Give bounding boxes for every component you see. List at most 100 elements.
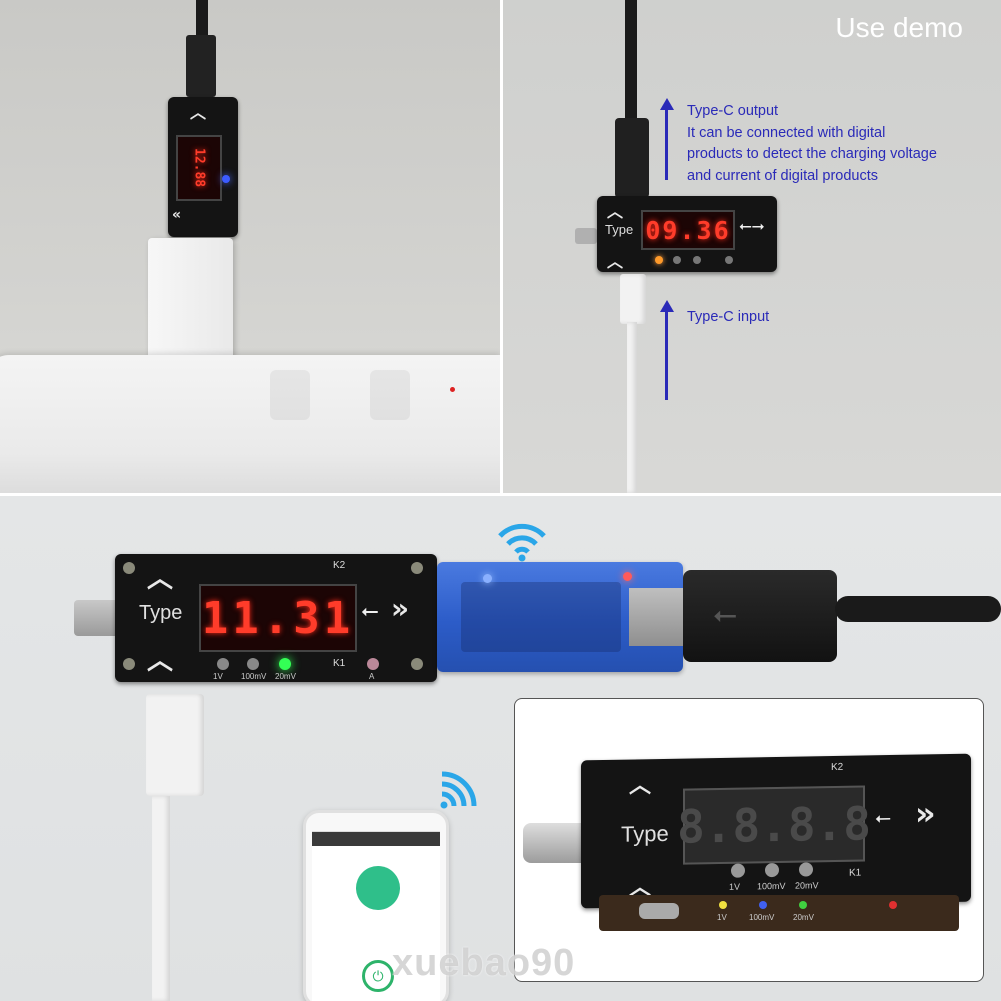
- display-value: 8.8.8.8: [677, 796, 871, 854]
- chevron-up-icon: ︿: [607, 202, 624, 221]
- type-c-output-annotation: Type-C output It can be connected with d…: [687, 101, 937, 187]
- range-label: 1V: [213, 672, 223, 681]
- usb-c-plug: [615, 118, 649, 198]
- range-led-1v: [217, 658, 229, 670]
- screw: [411, 562, 423, 574]
- power-icon: ⏻: [362, 960, 394, 992]
- display-top-value: 12.88: [191, 148, 207, 188]
- power-strip: [0, 355, 500, 493]
- cable-plug: [186, 35, 216, 97]
- usb-icon: ⭠: [361, 598, 379, 623]
- status-led-red: [623, 572, 632, 581]
- chevron-up-icon: ︿: [629, 773, 652, 799]
- range-led: [725, 256, 733, 264]
- screw: [411, 658, 423, 670]
- app-status-circle: [356, 866, 400, 910]
- range-led: [731, 863, 745, 878]
- usb-tester-board: ︿ 12.88 «: [168, 97, 238, 237]
- circuit-board: [461, 582, 621, 652]
- led-blue: [759, 901, 767, 909]
- k1-label: K1: [333, 658, 346, 669]
- type-c-port: [639, 903, 679, 919]
- range-led-100mv: [247, 658, 259, 670]
- chevron-up-icon: ︿: [190, 103, 207, 122]
- annotation-line: products to detect the charging voltage: [687, 146, 937, 162]
- wireless-signal-icon: [498, 523, 546, 562]
- arrow-line: [665, 108, 668, 180]
- range-label: 1V: [717, 913, 727, 922]
- annotation-line: and current of digital products: [687, 167, 879, 184]
- led-red: [889, 901, 897, 909]
- chevron-up-icon: ︿: [147, 646, 174, 676]
- display-value: 11.31: [201, 592, 355, 644]
- range-label: 20mV: [793, 913, 814, 922]
- usb-cable: [835, 596, 1001, 622]
- wireless-signal-icon: [440, 771, 477, 809]
- range-led-20mv-on: [279, 658, 291, 670]
- annotation-line: Type-C output: [687, 103, 779, 119]
- white-cable: [152, 796, 170, 1001]
- range-led: [693, 256, 701, 264]
- range-label: 20mV: [275, 672, 296, 681]
- usb-icon: ⭠: [713, 598, 737, 631]
- usb-a-plug: ⭠: [683, 570, 837, 662]
- arrow-line: [665, 310, 668, 400]
- type-c-connector: [74, 600, 120, 636]
- status-led-blue: [483, 574, 492, 583]
- type-logo: Type: [139, 602, 183, 624]
- range-label: 20mV: [795, 880, 819, 891]
- usb-tester-board: ︿ ︿ Type 8.8.8.8 ⭠ » K2 K1 1V 100mV 20mV: [581, 753, 971, 909]
- socket-outlet: [270, 370, 310, 420]
- photo-panel-type-c-demo: Use demo ︿ Type 09.36 ⭠⭢ ︿ Type-C output…: [503, 0, 1001, 493]
- usb-icon: ⭠⭢: [739, 218, 765, 235]
- watermark: xuebao90: [392, 942, 576, 984]
- led-green: [799, 901, 807, 909]
- led-display: 09.36: [641, 210, 735, 250]
- screw: [123, 658, 135, 670]
- led-display-off: 8.8.8.8: [677, 785, 871, 865]
- usb-icon: ⭠: [875, 806, 891, 830]
- led-display: 12.88: [176, 135, 222, 201]
- range-label: 100mV: [241, 672, 267, 681]
- board-underside: 1V 100mV 20mV: [599, 895, 959, 931]
- chevron-up-icon: ︿: [607, 252, 624, 271]
- range-label: 100mV: [749, 913, 775, 922]
- arrow-up-icon: [660, 300, 674, 312]
- arrow-up-icon: [660, 98, 674, 110]
- socket-outlet: [370, 370, 410, 420]
- white-cable: [627, 322, 637, 493]
- led-yellow: [719, 901, 727, 909]
- range-label: 1V: [729, 881, 741, 892]
- type-c-connector: [575, 228, 597, 244]
- usb-a-port: [629, 588, 683, 646]
- chevron-right-icon: »: [391, 592, 410, 625]
- photo-panel-bluetooth-module: ︿ ︿ Type 11.31 ⭠ » K2 K1 1V 100mV 20mV A…: [0, 496, 1001, 1001]
- type-logo: Type: [621, 820, 669, 847]
- type-logo: Type: [605, 222, 634, 237]
- k2-label: K2: [333, 560, 346, 571]
- white-cable-plug: [146, 694, 204, 796]
- range-led: [799, 862, 813, 877]
- k2-label: K2: [831, 761, 844, 774]
- screw: [123, 562, 135, 574]
- range-led-on: [655, 256, 663, 264]
- panel-caption: Use demo: [835, 12, 963, 43]
- range-led: [765, 862, 779, 878]
- chevron-right-icon: »: [915, 794, 936, 833]
- status-led-blue: [222, 175, 230, 183]
- usb-tester-board: ︿ Type 09.36 ⭠⭢ ︿: [597, 196, 777, 272]
- display-value: 09.36: [645, 215, 731, 245]
- annotation-line: It can be connected with digital: [687, 124, 886, 141]
- range-led-a: [367, 658, 379, 670]
- led-display: 11.31: [199, 584, 357, 652]
- chevron-left-icon: «: [172, 207, 182, 223]
- smartphone: ⏻: [303, 810, 449, 1001]
- bluetooth-module: [437, 562, 683, 672]
- usb-tester-board: ︿ ︿ Type 11.31 ⭠ » K2 K1 1V 100mV 20mV A: [115, 554, 437, 682]
- white-cable-plug: [620, 274, 646, 324]
- phone-screen: ⏻: [312, 831, 440, 1001]
- phone-status-bar: [312, 832, 440, 846]
- range-led: [673, 256, 681, 264]
- power-indicator: [450, 387, 455, 392]
- photo-panel-wall-socket: ︿ 12.88 «: [0, 0, 500, 493]
